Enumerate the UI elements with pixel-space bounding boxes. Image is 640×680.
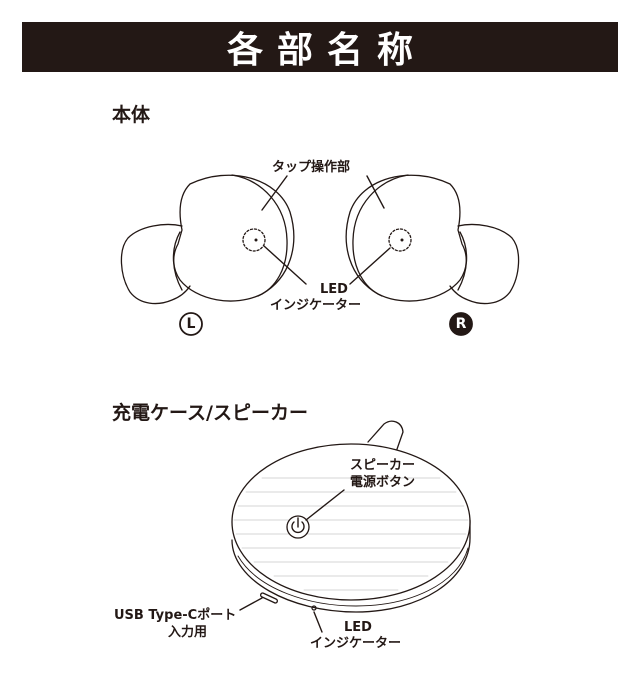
left-earbud — [120, 174, 295, 305]
right-mark-circle — [449, 312, 473, 336]
left-earbud-body — [173, 174, 295, 302]
label-tap-area: タップ操作部 — [272, 160, 351, 175]
leader-lines-case — [239, 489, 345, 633]
usb-c-port — [260, 592, 278, 604]
charging-case — [231, 420, 471, 613]
section-title-body: 本体 — [112, 104, 151, 126]
power-icon — [291, 521, 305, 534]
label-usb-line1: USB Type-Cポート — [114, 608, 237, 623]
label-power-line2: 電源ボタン — [350, 475, 416, 490]
right-eartip-rim — [457, 231, 468, 291]
label-led-case-line1: LED — [344, 620, 372, 635]
right-earbud-body — [345, 174, 467, 302]
case-strap — [367, 420, 404, 453]
right-earbud — [345, 174, 520, 305]
case-top — [231, 443, 471, 601]
label-usb-line2: 入力用 — [168, 625, 208, 640]
right-eartip — [449, 223, 520, 305]
left-mark-label: L — [186, 316, 196, 332]
left-earbud-faceplate — [231, 174, 288, 297]
case-led-indicator — [311, 605, 317, 611]
left-eartip — [120, 223, 191, 305]
section-title-case: 充電ケース/スピーカー — [112, 402, 308, 424]
right-mark-label: R — [455, 316, 467, 332]
left-eartip-rim — [172, 231, 183, 291]
label-led-earbud-line2: インジケーター — [270, 298, 362, 313]
label-led-earbud-line1: LED — [320, 282, 348, 297]
left-mark-circle — [179, 312, 203, 336]
title-banner: 各部名称 — [22, 22, 618, 72]
right-earbud-faceplate — [352, 174, 409, 297]
label-led-case-line2: インジケーター — [310, 636, 402, 651]
right-led-indicator — [388, 228, 412, 252]
speaker-grille — [233, 477, 469, 591]
label-power-line1: スピーカー — [350, 458, 416, 473]
page-title: 各部名称 — [226, 30, 427, 71]
leader-lines-earbuds — [261, 175, 391, 285]
left-led-indicator — [242, 228, 266, 252]
